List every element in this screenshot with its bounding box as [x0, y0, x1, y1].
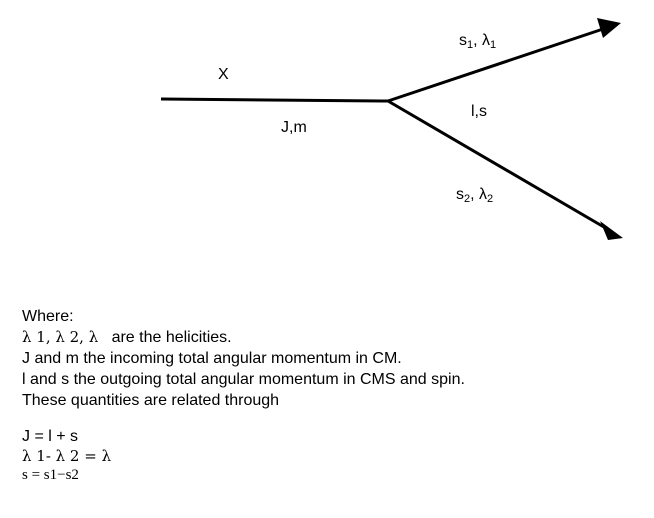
notes-line-related: These quantities are related through	[22, 392, 280, 409]
helicities-text: are the helicities.	[111, 329, 232, 346]
notes-heading: Where:	[22, 308, 74, 325]
notes-line-J: J and m the incoming total angular momen…	[22, 350, 402, 367]
outgoing-line-2	[387, 99, 610, 232]
vertex-label: l,s	[471, 103, 487, 120]
outgoing-arrowhead-1	[597, 18, 621, 38]
helicities-line: λ 1, λ 2, λ are the helicities.	[22, 327, 642, 348]
outgoing-2-label: s2, λ2	[456, 186, 494, 205]
incoming-line	[160, 97, 389, 103]
notes-line-l: l and s the outgoing total angular momen…	[22, 371, 465, 388]
relation-eq1: J = l + s	[22, 428, 79, 445]
helicities-symbols: λ 1, λ 2, λ	[22, 328, 99, 346]
outgoing-1-label: s1, λ1	[459, 32, 497, 51]
decay-diagram	[160, 18, 623, 240]
incoming-particle-label: X	[218, 66, 229, 83]
outgoing-arrowhead-2	[600, 221, 623, 240]
outgoing-line-1	[387, 26, 607, 103]
relation-eq3: s = s1−s2	[22, 467, 79, 483]
relation-eq2: λ 1- λ 2 = λ	[22, 447, 112, 465]
notes-block: Where: λ 1, λ 2, λ are the helicities. J…	[22, 306, 642, 485]
incoming-quantum-label: J,m	[281, 119, 307, 136]
